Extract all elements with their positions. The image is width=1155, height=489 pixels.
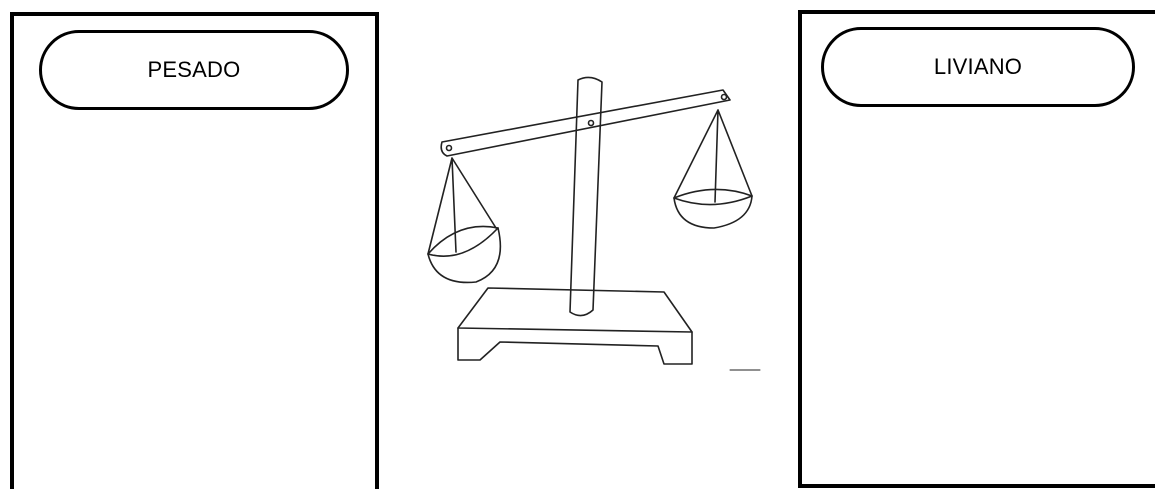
right-pan-strings	[674, 110, 752, 202]
scale-base-front	[458, 328, 692, 364]
heavy-label: PESADO	[39, 30, 349, 110]
balance-scale-icon	[410, 70, 770, 380]
light-label: LIVIANO	[821, 27, 1135, 107]
light-label-text: LIVIANO	[934, 54, 1022, 80]
left-pan-rim	[428, 228, 498, 256]
right-pan	[674, 189, 752, 228]
scale-base-top	[458, 288, 692, 332]
beam-pivot-right	[722, 95, 727, 100]
light-column[interactable]: LIVIANO	[798, 10, 1155, 488]
left-pan	[428, 226, 500, 282]
scale-beam	[441, 90, 730, 156]
beam-pivot-left	[447, 146, 452, 151]
right-pan-rim	[674, 196, 752, 205]
heavy-column[interactable]: PESADO	[10, 12, 379, 489]
beam-center-pin	[589, 121, 594, 126]
heavy-label-text: PESADO	[148, 57, 241, 83]
